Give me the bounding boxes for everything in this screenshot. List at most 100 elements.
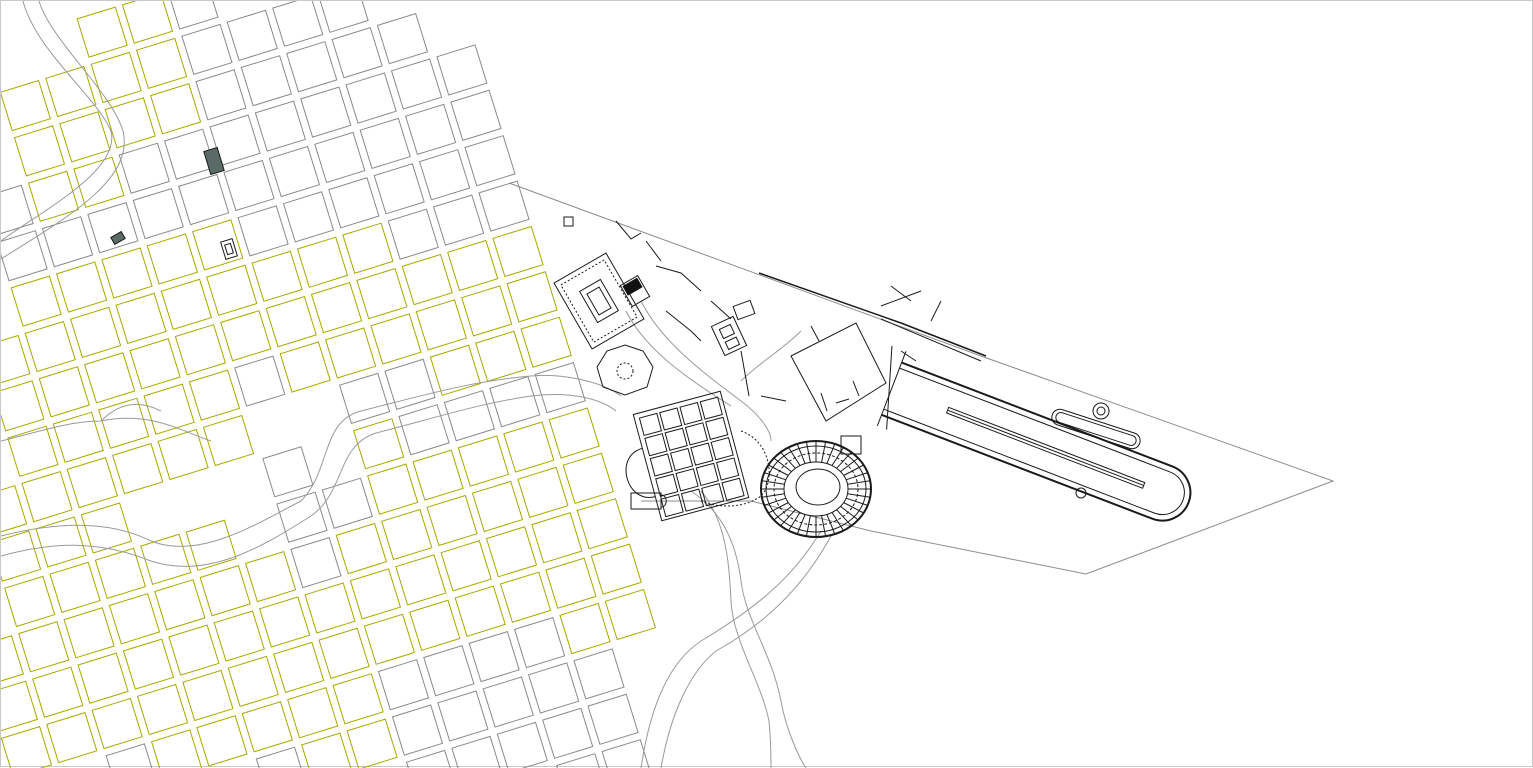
river-contour-c [100, 403, 162, 422]
city-block [461, 285, 513, 337]
city-block [335, 522, 388, 575]
city-block [359, 117, 411, 170]
city-block [387, 208, 439, 260]
city-block [63, 607, 115, 659]
city-block [195, 69, 247, 121]
city-block [395, 554, 447, 606]
city-block [122, 638, 175, 690]
city-block [55, 261, 108, 313]
small-monument [563, 216, 574, 227]
city-block [237, 205, 289, 257]
arena [795, 468, 841, 506]
city-block [273, 641, 325, 694]
city-block [318, 627, 370, 680]
city-block [548, 407, 600, 459]
wall-fragment [890, 285, 912, 302]
valley-path-a [690, 490, 807, 768]
temple-enclosure [553, 252, 645, 350]
hippodrome [876, 345, 1192, 522]
amphitheater [760, 440, 872, 538]
city-block [27, 170, 80, 222]
city-block [527, 662, 580, 714]
city-block [545, 557, 597, 609]
city-block [492, 225, 544, 278]
city-block [135, 37, 188, 90]
bath-building [1051, 408, 1141, 450]
foundation-block [732, 299, 756, 321]
wall-fragment [710, 300, 732, 320]
city-block [423, 644, 475, 697]
city-block [98, 397, 150, 449]
city-block [352, 418, 405, 470]
road-upper-a [640, 300, 772, 442]
city-block [437, 690, 489, 742]
city-block [415, 299, 468, 351]
city-block [443, 390, 496, 442]
city-block [314, 131, 366, 184]
city-block [46, 711, 98, 764]
city-block [356, 267, 408, 320]
city-block [520, 316, 572, 368]
city-block [52, 411, 104, 463]
city-block [457, 435, 510, 487]
city-block [475, 330, 527, 382]
city-wall [758, 272, 987, 357]
city-block [390, 58, 443, 110]
city-block [349, 568, 402, 620]
city-block [76, 6, 128, 58]
building-sketch-sw [110, 230, 126, 246]
city-block [196, 715, 248, 767]
apse [625, 447, 656, 498]
city-block [272, 1, 324, 47]
city-block [342, 222, 394, 274]
city-block [604, 588, 657, 641]
round-monument [1092, 402, 1110, 420]
city-block [1, 380, 45, 432]
city-block [556, 753, 600, 768]
city-block [409, 599, 461, 651]
city-block [108, 593, 161, 645]
city-block [241, 701, 293, 753]
city-block [287, 687, 339, 739]
city-block [10, 275, 62, 327]
city-block [121, 1, 174, 44]
city-block [220, 310, 272, 362]
city-block [66, 456, 119, 509]
city-block [542, 707, 594, 759]
city-block [265, 295, 317, 348]
city-block [168, 624, 220, 676]
small-circle-monument [1075, 487, 1087, 499]
monuments-layer [110, 146, 1192, 538]
city-block [468, 630, 520, 683]
city-block [489, 375, 541, 428]
city-block [77, 652, 129, 704]
city-block [45, 65, 97, 118]
site-boundary-line [508, 182, 1335, 575]
city-block [18, 621, 70, 673]
city-block [576, 498, 628, 550]
city-block [254, 100, 307, 152]
city-block [206, 264, 258, 316]
wall-fragment [655, 265, 702, 292]
city-block [279, 341, 331, 393]
road-south-a [640, 530, 822, 768]
city-block [101, 247, 153, 299]
city-block [41, 216, 94, 268]
city-block [573, 648, 625, 700]
ridge-contour-upper-b [1, 1, 113, 242]
city-block [227, 655, 279, 708]
city-block [226, 9, 278, 62]
city-block [310, 281, 363, 334]
terrain-contour-lines [1, 1, 832, 768]
city-block [140, 533, 192, 585]
city-block [90, 51, 142, 104]
city-block [160, 278, 213, 331]
city-block [345, 72, 397, 124]
city-block [482, 676, 534, 728]
city-block [426, 494, 478, 547]
city-block [1, 725, 53, 768]
city-block [559, 602, 611, 655]
city-block [7, 425, 59, 477]
